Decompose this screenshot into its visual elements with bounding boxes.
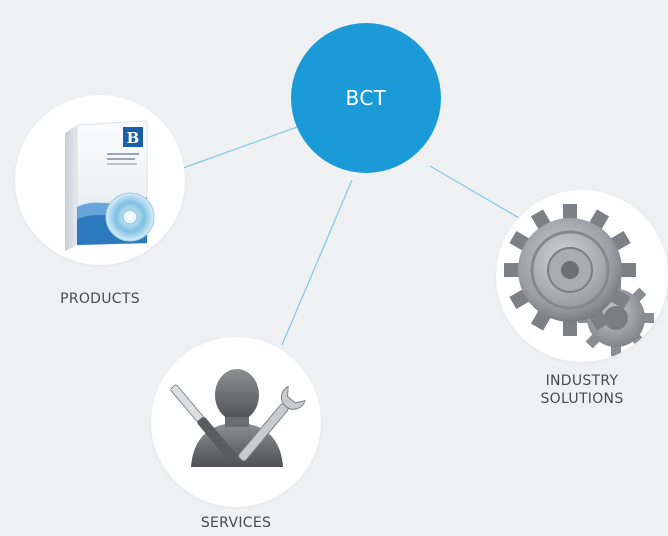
bct-hub-node[interactable]: BCT — [291, 23, 441, 173]
gears-icon — [504, 204, 654, 356]
software-box-icon: B — [65, 120, 155, 251]
industry-solutions-label: INDUSTRY SOLUTIONS — [540, 373, 624, 407]
products-label: PRODUCTS — [60, 291, 140, 307]
link-products — [182, 125, 301, 169]
svg-text:B: B — [127, 129, 140, 147]
services-label: SERVICES — [200, 515, 272, 531]
hub-label: BCT — [345, 86, 387, 110]
link-industry — [429, 165, 527, 223]
services-node[interactable] — [151, 337, 321, 507]
industry-solutions-node[interactable] — [496, 190, 668, 362]
technician-tools-icon — [170, 369, 306, 467]
products-node[interactable]: B — [15, 95, 185, 265]
link-services — [281, 179, 353, 346]
